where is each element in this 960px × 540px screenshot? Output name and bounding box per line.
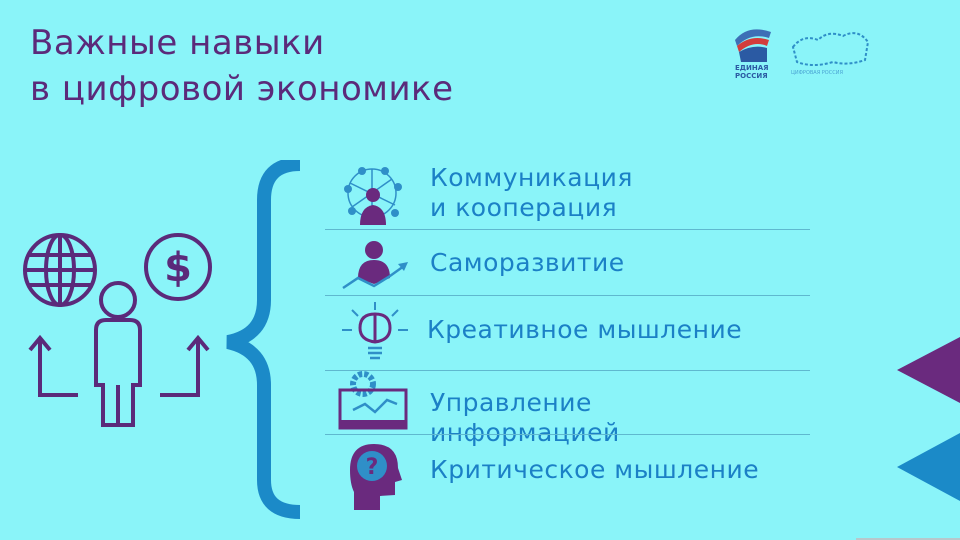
skill-self-development: Саморазвитие (430, 248, 625, 278)
network-person-icon (344, 167, 402, 225)
svg-text:?: ? (366, 455, 379, 480)
skill-label: Саморазвитие (430, 248, 625, 277)
skill-label: и кооперация (430, 193, 618, 222)
globe-icon (23, 233, 97, 307)
arrow-up-left-icon (28, 334, 78, 397)
brain-bulb-icon (342, 302, 408, 360)
divider (325, 434, 810, 435)
purple-triangle-decoration (897, 337, 960, 403)
head-question-icon: ? (350, 444, 402, 510)
person-growth-icon (342, 241, 408, 290)
divider (325, 370, 810, 371)
divider (325, 229, 810, 230)
person-globe-dollar-icon: $ (23, 233, 212, 427)
dollar-icon: $ (144, 233, 212, 301)
blue-triangle-decoration (897, 433, 960, 501)
divider (325, 295, 810, 296)
title-line-2: в цифровой экономике (30, 69, 454, 109)
skill-label: Креативное мышление (427, 315, 743, 344)
svg-text:ЕДИНАЯ: ЕДИНАЯ (735, 64, 769, 72)
skill-information-management: Управление информацией (430, 388, 620, 448)
gear-chart-monitor-icon (338, 371, 408, 430)
person-outline-icon (94, 281, 142, 427)
skill-creative-thinking: Креативное мышление (427, 315, 742, 345)
svg-text:$: $ (164, 245, 192, 291)
skill-label: Коммуникация (430, 163, 633, 192)
bottom-border (856, 538, 960, 540)
slide-title: Важные навыки в цифровой экономике (30, 20, 454, 112)
logos: ЕДИНАЯ РОССИЯ ЦИФРОВАЯ РОССИЯ (735, 29, 870, 80)
skill-critical-thinking: Критическое мышление (430, 455, 759, 485)
skill-label: Критическое мышление (430, 455, 760, 484)
skill-label: информацией (430, 418, 620, 447)
digital-russia-logo: ЦИФРОВАЯ РОССИЯ (791, 32, 870, 76)
curly-brace-icon (226, 160, 301, 519)
svg-text:РОССИЯ: РОССИЯ (735, 72, 768, 80)
title-line-1: Важные навыки (30, 23, 325, 63)
svg-text:ЦИФРОВАЯ РОССИЯ: ЦИФРОВАЯ РОССИЯ (791, 70, 843, 76)
arrow-up-right-icon (160, 334, 210, 397)
skill-label: Управление (430, 388, 592, 417)
skill-communication: Коммуникация и кооперация (430, 163, 633, 223)
united-russia-logo: ЕДИНАЯ РОССИЯ (735, 29, 771, 80)
